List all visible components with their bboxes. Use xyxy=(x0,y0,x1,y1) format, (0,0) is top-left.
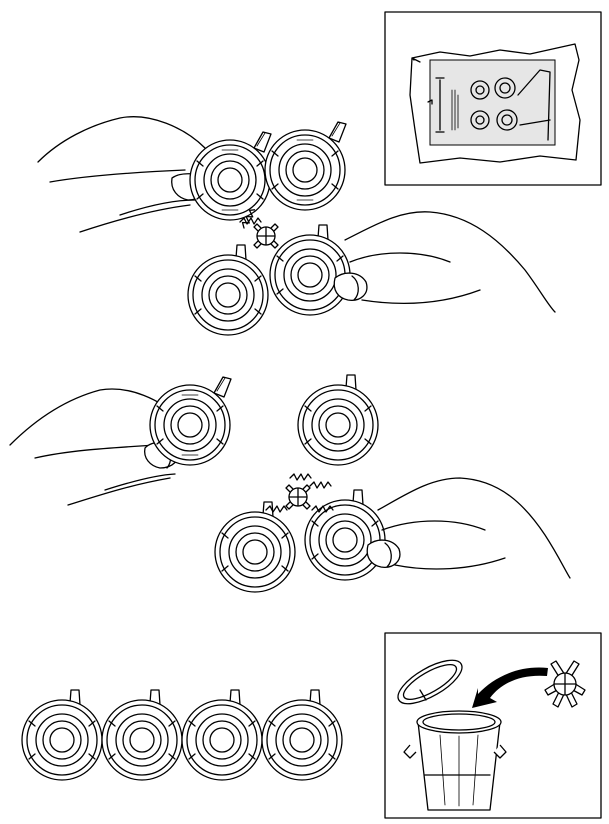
package-icon xyxy=(409,43,581,164)
hand-icon xyxy=(366,477,571,579)
hand-icon xyxy=(37,116,208,233)
separate-caps-step-2 xyxy=(9,374,571,593)
cap-icon xyxy=(264,121,347,211)
cap-icon xyxy=(21,689,103,781)
cap-icon xyxy=(304,489,386,581)
cap-icon xyxy=(101,689,183,781)
trash-can-icon xyxy=(397,659,507,811)
inset-frame xyxy=(384,11,602,186)
hand-icon xyxy=(333,211,556,313)
cap-icon xyxy=(261,689,343,781)
inset-frame xyxy=(384,632,602,819)
break-mark xyxy=(289,473,312,481)
cap-icon xyxy=(269,224,351,316)
arrow-icon xyxy=(472,667,548,708)
connector-icon xyxy=(285,484,311,510)
cap-icon xyxy=(181,689,263,781)
cap-icon xyxy=(214,501,296,593)
connector-icon xyxy=(253,223,279,249)
cap-icon xyxy=(297,374,379,466)
cap-icon xyxy=(149,376,232,466)
break-mark xyxy=(309,481,332,489)
discard-connector-inset xyxy=(384,632,602,819)
separate-caps-step-1 xyxy=(37,116,556,336)
cap-icon xyxy=(187,244,269,336)
package-inset xyxy=(384,11,602,186)
connector-icon xyxy=(544,660,586,708)
four-separated-caps xyxy=(21,689,343,781)
